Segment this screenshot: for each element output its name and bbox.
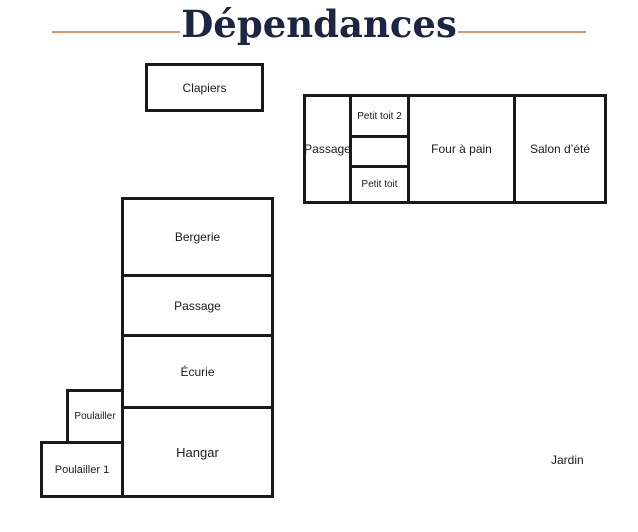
room-label: Poulailler 1 [54,463,110,476]
page-title: Dépendances [181,2,457,46]
room-petit-toit-middle [349,135,410,168]
room-passage-left: Passage [121,274,274,337]
room-clapiers: Clapiers [145,63,264,112]
room-four-a-pain: Four à pain [407,94,516,204]
room-label: Bergerie [174,230,221,244]
room-hangar: Hangar [121,406,274,498]
title-right-rule [458,31,586,33]
room-label: Écurie [180,364,215,379]
room-label: Petit toit [361,179,398,190]
room-label: Four à pain [431,142,492,156]
room-label: Passage [304,142,351,156]
room-label: Hangar [176,444,219,460]
room-label: Passage [174,298,221,313]
room-label: Petit toit 2 [357,110,402,122]
room-label: Poulailler [74,411,116,422]
room-salon-ete: Salon d’été [513,94,607,204]
room-poulailler: Poulailler [66,389,124,444]
title-left-rule [52,31,180,33]
room-ecurie: Écurie [121,334,274,409]
room-petit-toit: Petit toit [349,165,410,204]
room-label: Salon d’été [529,142,591,156]
room-bergerie: Bergerie [121,197,274,277]
room-passage-top: Passage [303,94,352,204]
label-jardin: Jardin [551,453,584,467]
room-poulailler-1: Poulailler 1 [40,441,124,498]
room-label: Clapiers [182,80,227,95]
room-petit-toit-2: Petit toit 2 [349,94,410,138]
